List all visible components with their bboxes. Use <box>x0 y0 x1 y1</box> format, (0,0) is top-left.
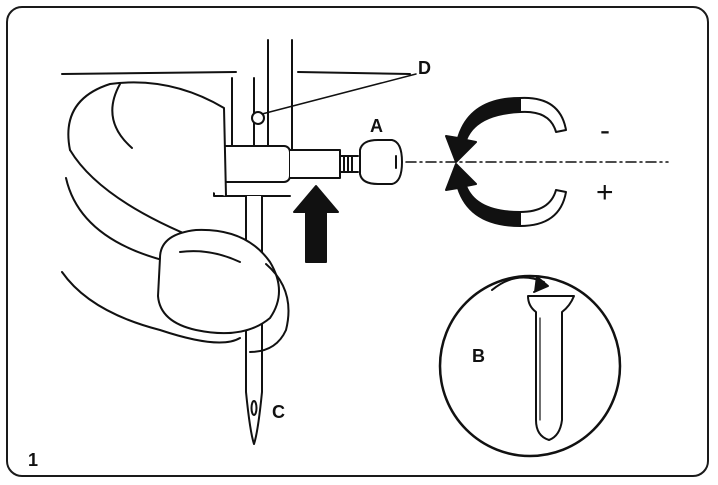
inset-circle <box>438 274 622 458</box>
label-c: C <box>272 402 285 422</box>
needle-eye <box>250 400 258 416</box>
plus-sign: + <box>596 176 614 209</box>
fingers <box>61 81 290 353</box>
minus-sign: - <box>600 114 610 147</box>
needle-clamp-hole <box>251 111 265 125</box>
needle-bar <box>231 39 293 151</box>
label-b: B <box>472 346 485 366</box>
rotation-arrows-icon <box>445 96 567 227</box>
machine-body-edge <box>61 71 411 75</box>
thumb-screw <box>359 139 403 185</box>
label-a: A <box>370 116 383 136</box>
needle-clamp <box>213 145 359 197</box>
figure-number: 1 <box>28 450 38 470</box>
push-up-arrow-icon <box>293 185 339 263</box>
inset-detail <box>438 274 622 458</box>
label-d: D <box>418 58 431 78</box>
pointer-line-d <box>261 73 417 115</box>
